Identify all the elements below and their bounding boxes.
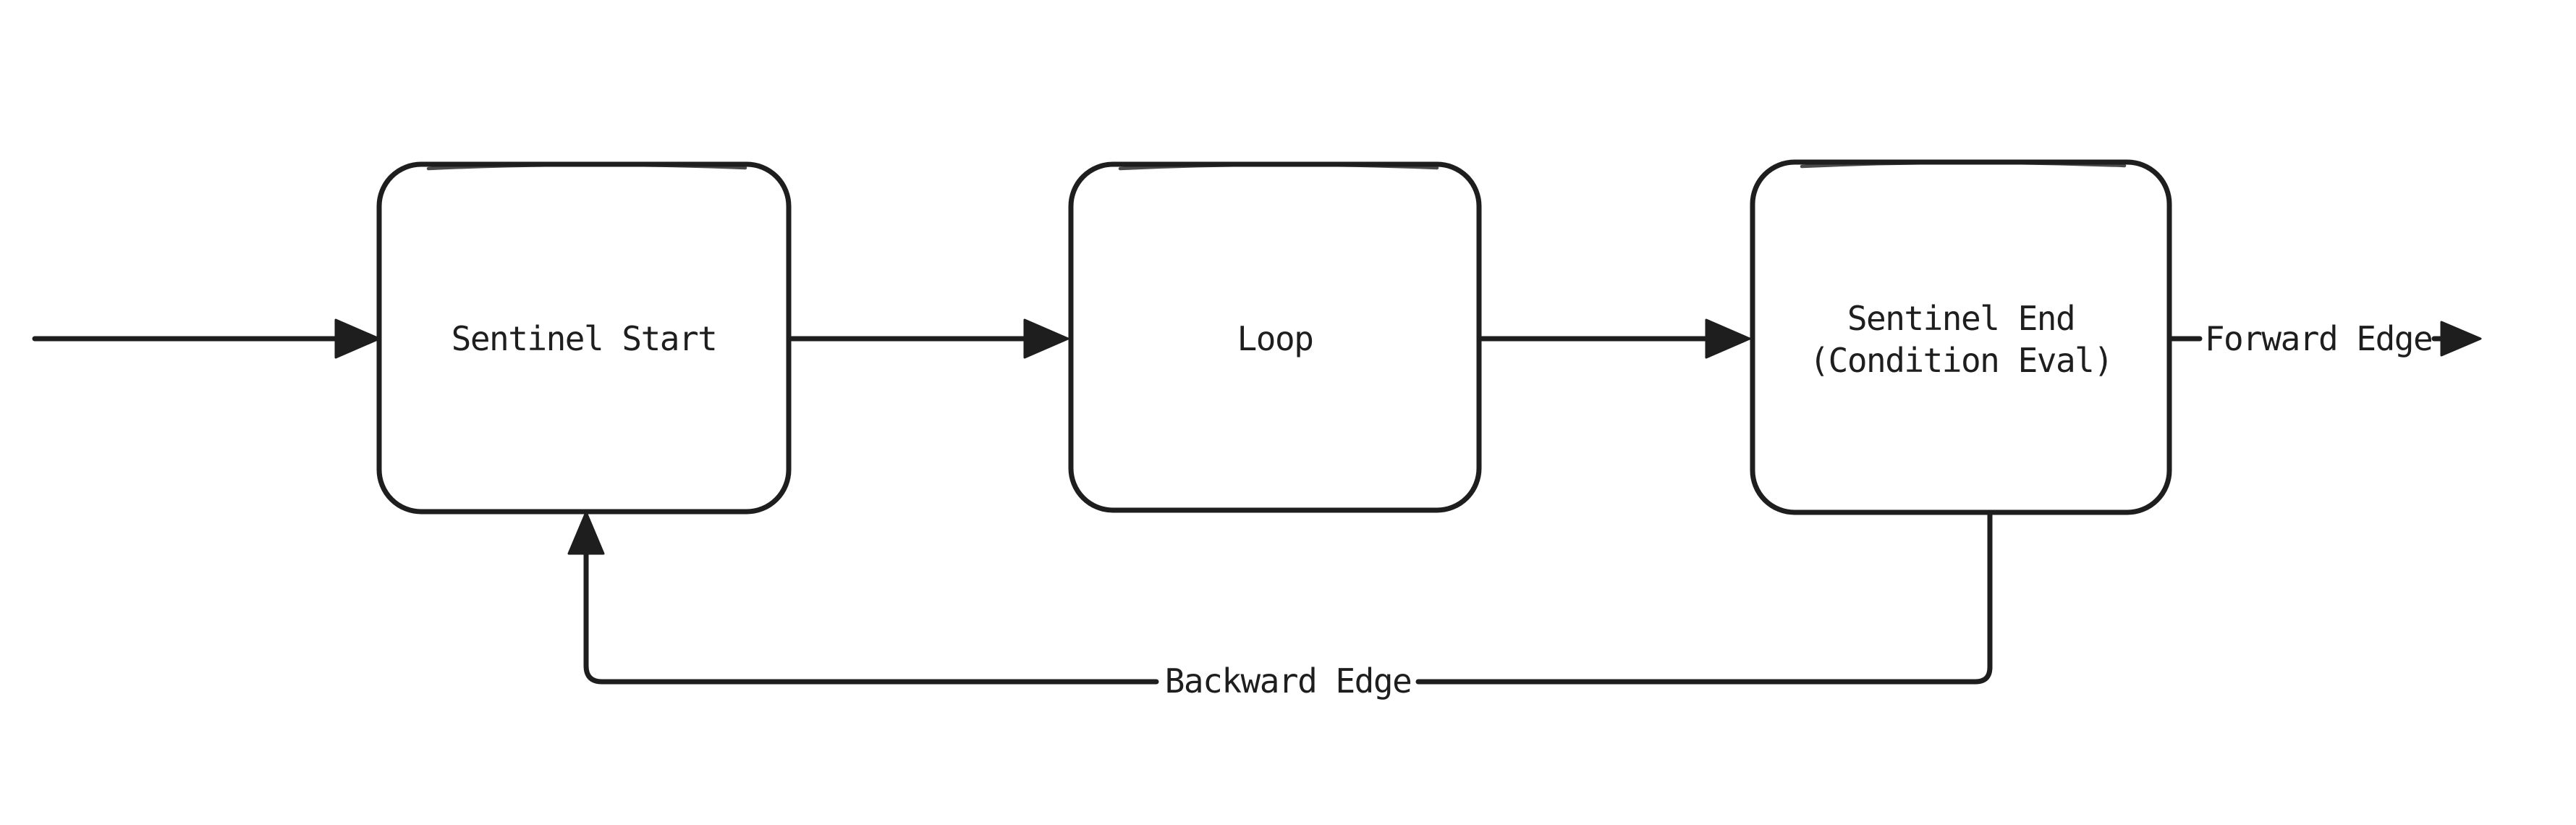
- sentinel-start-sketch-stroke: [426, 163, 747, 171]
- sentinel-end-label-line1: Sentinel End: [1847, 299, 2075, 338]
- backward-arrowhead-icon: [567, 511, 605, 555]
- edge-backward: Backward Edge: [567, 511, 1993, 701]
- loop-label: Loop: [1237, 319, 1313, 358]
- entry-arrowhead-icon: [334, 318, 381, 359]
- backward-edge-label: Backward Edge: [1165, 661, 1412, 701]
- node-sentinel-start: Sentinel Start: [376, 161, 792, 515]
- loop-sketch-stroke: [1118, 163, 1439, 171]
- loop-to-end-arrowhead-icon: [1705, 318, 1751, 359]
- edge-entry: [32, 318, 381, 359]
- edge-loop-to-end: [1479, 318, 1751, 359]
- node-loop: Loop: [1068, 161, 1482, 513]
- backward-edge-line-right: [1415, 512, 1993, 685]
- start-to-loop-arrowhead-icon: [1023, 318, 1069, 359]
- sentinel-start-label: Sentinel Start: [452, 319, 717, 358]
- sentinel-end-sketch-stroke: [1800, 161, 2127, 169]
- sentinel-end-label-line2: (Condition Eval): [1809, 341, 2112, 380]
- node-sentinel-end: Sentinel End (Condition Eval): [1750, 159, 2172, 515]
- edge-forward: Forward Edge: [2168, 319, 2482, 358]
- backward-edge-line-left: [583, 550, 1159, 685]
- edge-start-to-loop: [789, 318, 1069, 359]
- forward-edge-label: Forward Edge: [2205, 319, 2432, 358]
- forward-arrowhead-icon: [2440, 321, 2482, 357]
